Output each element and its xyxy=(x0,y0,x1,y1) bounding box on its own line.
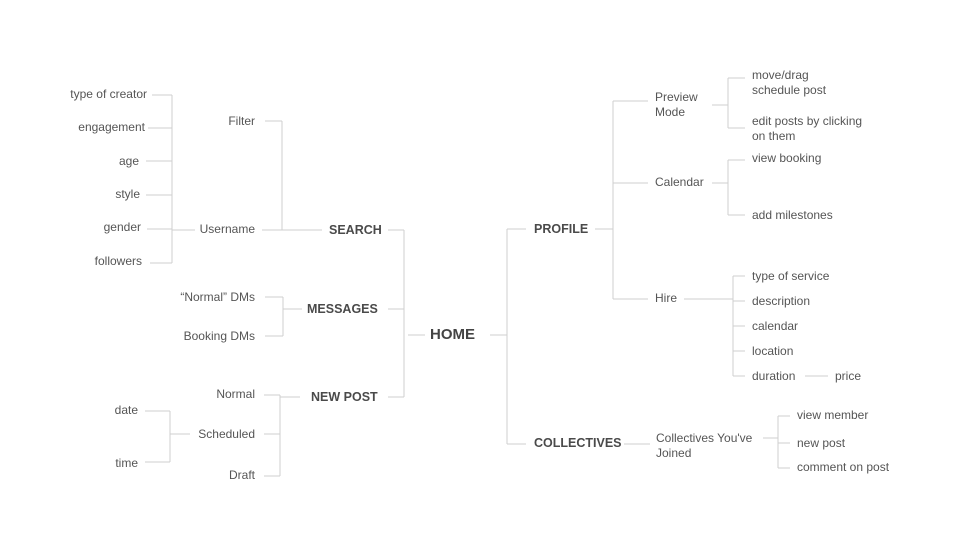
node-followers: followers xyxy=(94,254,142,268)
node-add-milestones: add milestones xyxy=(752,208,833,222)
node-draft: Draft xyxy=(228,468,255,482)
node-normal-dms: “Normal” DMs xyxy=(180,290,255,304)
node-collectives-joined: Collectives You've Joined xyxy=(656,431,753,460)
node-location: location xyxy=(752,344,794,358)
node-time: time xyxy=(115,456,138,470)
node-duration: duration xyxy=(752,369,796,383)
node-age: age xyxy=(118,154,139,168)
node-preview-mode: Preview Mode xyxy=(655,90,698,119)
node-move-drag: move/drag schedule post xyxy=(752,68,827,97)
node-style: style xyxy=(115,187,140,201)
node-normal: Normal xyxy=(216,387,255,401)
node-new-post: new post xyxy=(797,436,846,450)
node-username: Username xyxy=(199,222,255,236)
node-calendar: Calendar xyxy=(655,175,704,189)
node-edit-posts: edit posts by clicking on them xyxy=(752,114,863,143)
node-price: price xyxy=(835,369,862,383)
hub-collectives: COLLECTIVES xyxy=(534,436,622,450)
root-node-home: HOME xyxy=(430,326,475,343)
hub-search: SEARCH xyxy=(329,223,382,237)
node-calendar-item: calendar xyxy=(752,319,799,333)
node-engagement: engagement xyxy=(78,120,145,134)
node-date: date xyxy=(114,403,138,417)
node-type-of-creator: type of creator xyxy=(70,87,147,101)
node-hire: Hire xyxy=(655,291,678,305)
node-scheduled: Scheduled xyxy=(198,427,255,441)
hub-messages: MESSAGES xyxy=(307,302,378,316)
node-view-member: view member xyxy=(797,408,869,422)
node-comment-on-post: comment on post xyxy=(797,460,890,474)
node-booking-dms: Booking DMs xyxy=(183,329,255,343)
node-view-booking: view booking xyxy=(752,151,822,165)
node-gender: gender xyxy=(103,220,141,234)
node-filter: Filter xyxy=(228,114,255,128)
hub-profile: PROFILE xyxy=(534,222,589,236)
hub-new-post: NEW POST xyxy=(311,390,378,404)
node-type-of-service: type of service xyxy=(752,269,830,283)
node-description: description xyxy=(752,294,811,308)
